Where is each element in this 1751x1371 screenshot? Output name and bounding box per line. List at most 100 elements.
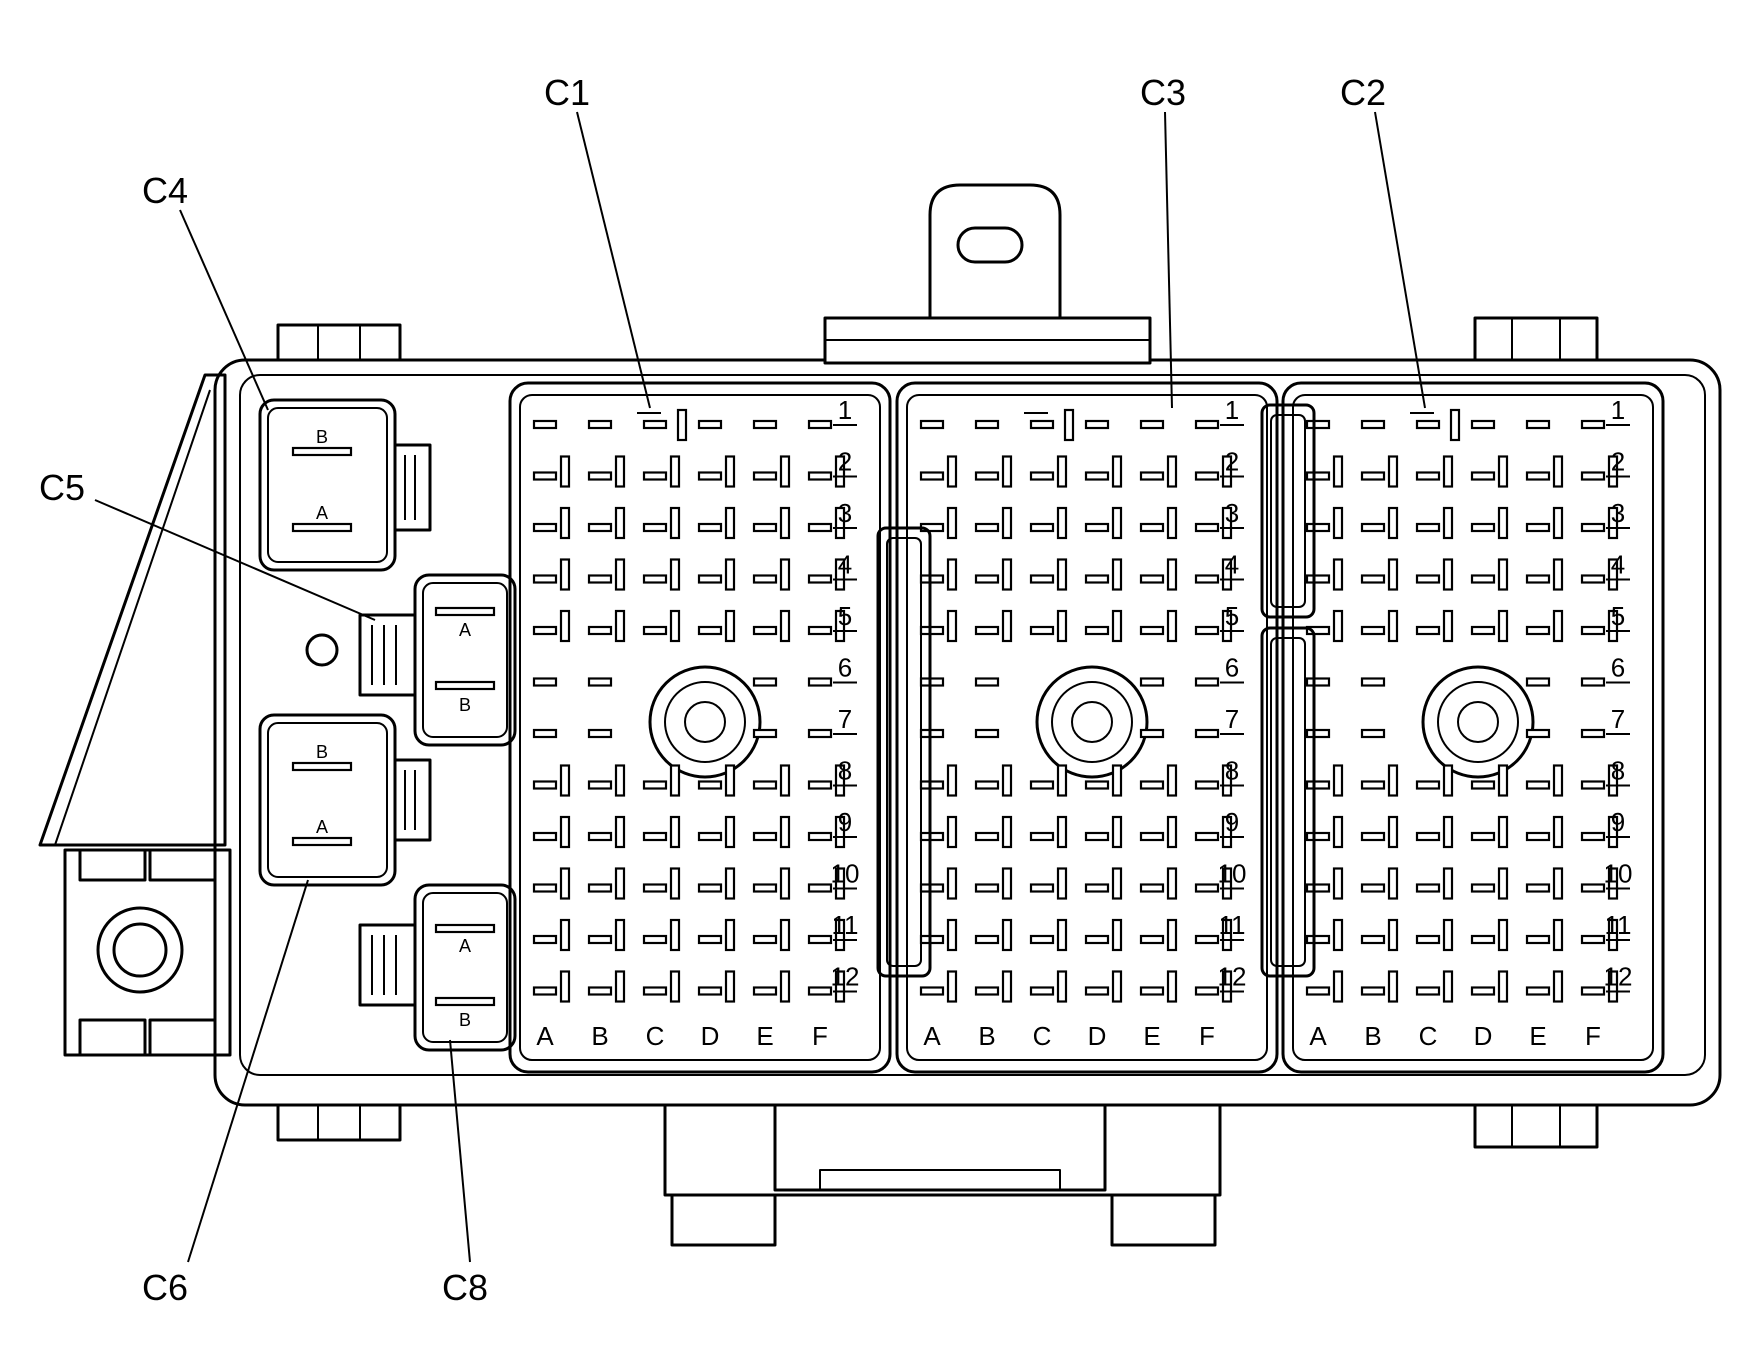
blade-c1-E2 [779, 455, 791, 488]
blade-c3-B4 [1001, 558, 1013, 591]
blade-c1-C11 [669, 918, 681, 952]
blade-c1-A10 [559, 867, 571, 900]
row-label-c2-2: 2 [1611, 447, 1625, 477]
cavity-c1-E2 [752, 471, 778, 481]
blade-c2-E12 [1552, 970, 1564, 1003]
cavity-c2-C10 [1415, 883, 1441, 893]
blade-c2-D4 [1497, 558, 1509, 591]
blade-c3-D11 [1111, 918, 1123, 952]
cavity-c3-B12 [974, 986, 1000, 996]
cavity-c2-E1 [1525, 419, 1551, 430]
blade-c2-E9 [1552, 815, 1564, 849]
cavity-c3-D1 [1084, 419, 1110, 430]
cavity-c3-D5 [1084, 625, 1110, 636]
blade-c1-B10 [614, 867, 626, 900]
blade-c3-F8 [1221, 764, 1233, 797]
blade-c2-D11 [1497, 918, 1509, 952]
blade-c2-F5 [1607, 609, 1619, 643]
cavity-c3-B1 [974, 419, 1000, 430]
cavity-c1-B4 [587, 574, 613, 584]
cavity-c1-A3 [532, 522, 558, 533]
column-label-c3-C: C [1033, 1021, 1052, 1051]
blade-c3-C5 [1056, 609, 1068, 643]
blade-c1-E5 [779, 609, 791, 643]
blade-c1-D5 [724, 609, 736, 643]
cavity-c1-E5 [752, 625, 778, 636]
blade-c2-A2 [1332, 455, 1344, 488]
blade-c1-B11 [614, 918, 626, 952]
cavity-c2-F8 [1580, 780, 1606, 790]
blade-c2-C3 [1442, 506, 1454, 540]
cavity-c3-E11 [1139, 934, 1165, 945]
cavity-c2-C1 [1415, 419, 1441, 430]
blade-c2-B2 [1387, 455, 1399, 488]
cavity-c2-A8 [1305, 780, 1331, 790]
cavity-c1-E11 [752, 934, 778, 945]
cavity-c3-B6 [974, 677, 1000, 687]
connector-c5: A B [358, 573, 517, 747]
cavity-c1-C8 [642, 780, 668, 790]
cavity-c3-F8 [1194, 780, 1220, 790]
cavity-c3-B2 [974, 471, 1000, 481]
cavity-c2-C3 [1415, 522, 1441, 533]
cavity-c3-B7 [974, 728, 1000, 739]
row-label-c1-7: 7 [838, 704, 852, 734]
blade-c2-B8 [1387, 764, 1399, 797]
blade-c3-F5 [1221, 609, 1233, 643]
connector-c8: A B [358, 883, 517, 1052]
cavity-c2-D4 [1470, 574, 1496, 584]
cavity-c2-B7 [1360, 728, 1386, 739]
cavity-c1-A6 [532, 677, 558, 687]
column-label-c2-C: C [1419, 1021, 1438, 1051]
cavity-c2-F4 [1580, 574, 1606, 584]
blade-c1-A5 [559, 609, 571, 643]
cavity-c3-C4 [1029, 574, 1055, 584]
blade-c3-B9 [1001, 815, 1013, 849]
column-label-c1-A: A [536, 1021, 554, 1051]
column-label-c2-E: E [1529, 1021, 1546, 1051]
cavity-c3-C8 [1029, 780, 1055, 790]
cavity-c3-F6 [1194, 677, 1220, 687]
blade-c1-D3 [724, 506, 736, 540]
blade-c1-C10 [669, 867, 681, 900]
connector-c1-bolt-ring [664, 681, 746, 763]
column-label-c1-F: F [812, 1021, 828, 1051]
row-label-c2-9: 9 [1611, 807, 1625, 837]
cavity-c2-E6 [1525, 677, 1551, 687]
row-label-c3-1: 1 [1225, 395, 1239, 425]
cavity-c3-E8 [1139, 780, 1165, 790]
callout-c8: C8 [442, 1267, 488, 1308]
blade-c2-C9 [1442, 815, 1454, 849]
blade-c1-E8 [779, 764, 791, 797]
cavity-c2-F2 [1580, 471, 1606, 481]
cavity-c1-F9 [807, 831, 833, 842]
cavity-c2-B5 [1360, 625, 1386, 636]
blade-c3-D12 [1111, 970, 1123, 1003]
cavity-c2-D2 [1470, 471, 1496, 481]
blade-c3-D2 [1111, 455, 1123, 488]
cavity-c1-E6 [752, 677, 778, 687]
row-label-c1-10: 10 [831, 859, 860, 889]
blade-c3-A10 [946, 867, 958, 900]
c5-pin-top-label: A [459, 620, 471, 640]
blade-c1-E11 [779, 918, 791, 952]
blade-c3-E11 [1166, 918, 1178, 952]
blade-c1-B4 [614, 558, 626, 591]
blade-c3-B2 [1001, 455, 1013, 488]
cavity-c1-E4 [752, 574, 778, 584]
blade-c2-D12 [1497, 970, 1509, 1003]
callout-leaders [94, 111, 1426, 1263]
column-label-c1-B: B [591, 1021, 608, 1051]
cavity-c2-D8 [1470, 780, 1496, 790]
blade-c3-E10 [1166, 867, 1178, 900]
cavity-c2-B1 [1360, 419, 1386, 430]
blade-c1-F2 [834, 455, 846, 488]
blade-c2-F2 [1607, 455, 1619, 488]
cavity-c3-E2 [1139, 471, 1165, 481]
cavity-c1-F4 [807, 574, 833, 584]
cavity-c3-A6 [919, 677, 945, 687]
row-label-c2-11: 11 [1605, 910, 1632, 940]
blade-c1-E4 [779, 558, 791, 591]
blade-c1-F5 [834, 609, 846, 643]
